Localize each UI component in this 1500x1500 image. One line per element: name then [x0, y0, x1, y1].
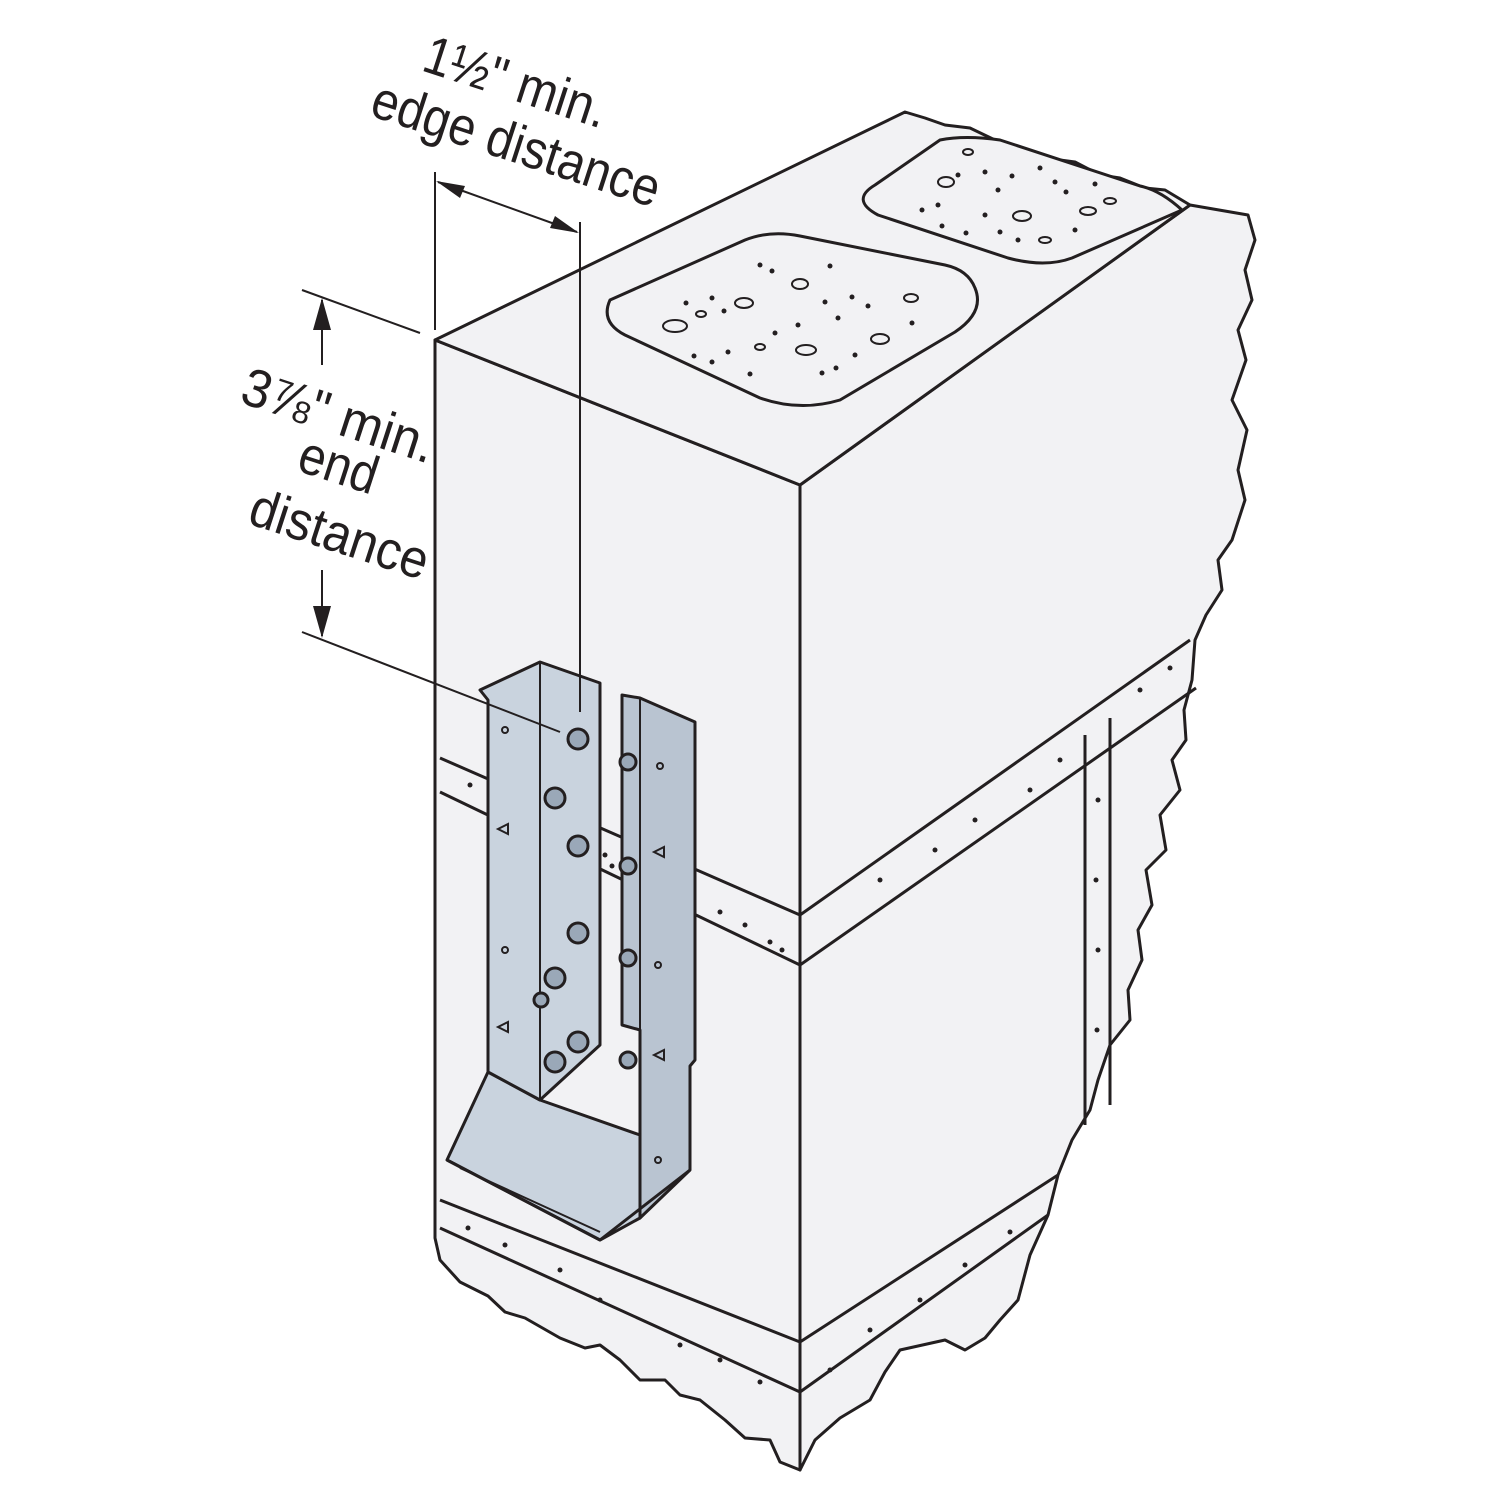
masonry-wall	[433, 110, 1257, 1472]
block-core-left	[605, 232, 979, 407]
hanger-fasteners	[495, 726, 665, 1164]
edge-distance-label: 1½" min. edge distance	[364, 24, 668, 219]
block-core-right	[861, 136, 1184, 265]
core-aggregate	[662, 148, 1117, 377]
wall-side-face	[798, 203, 1257, 1472]
joist-hanger	[445, 660, 697, 1242]
dimension-lines	[301, 172, 581, 733]
end-distance-label: 3⅞" min. end distance	[234, 356, 443, 591]
